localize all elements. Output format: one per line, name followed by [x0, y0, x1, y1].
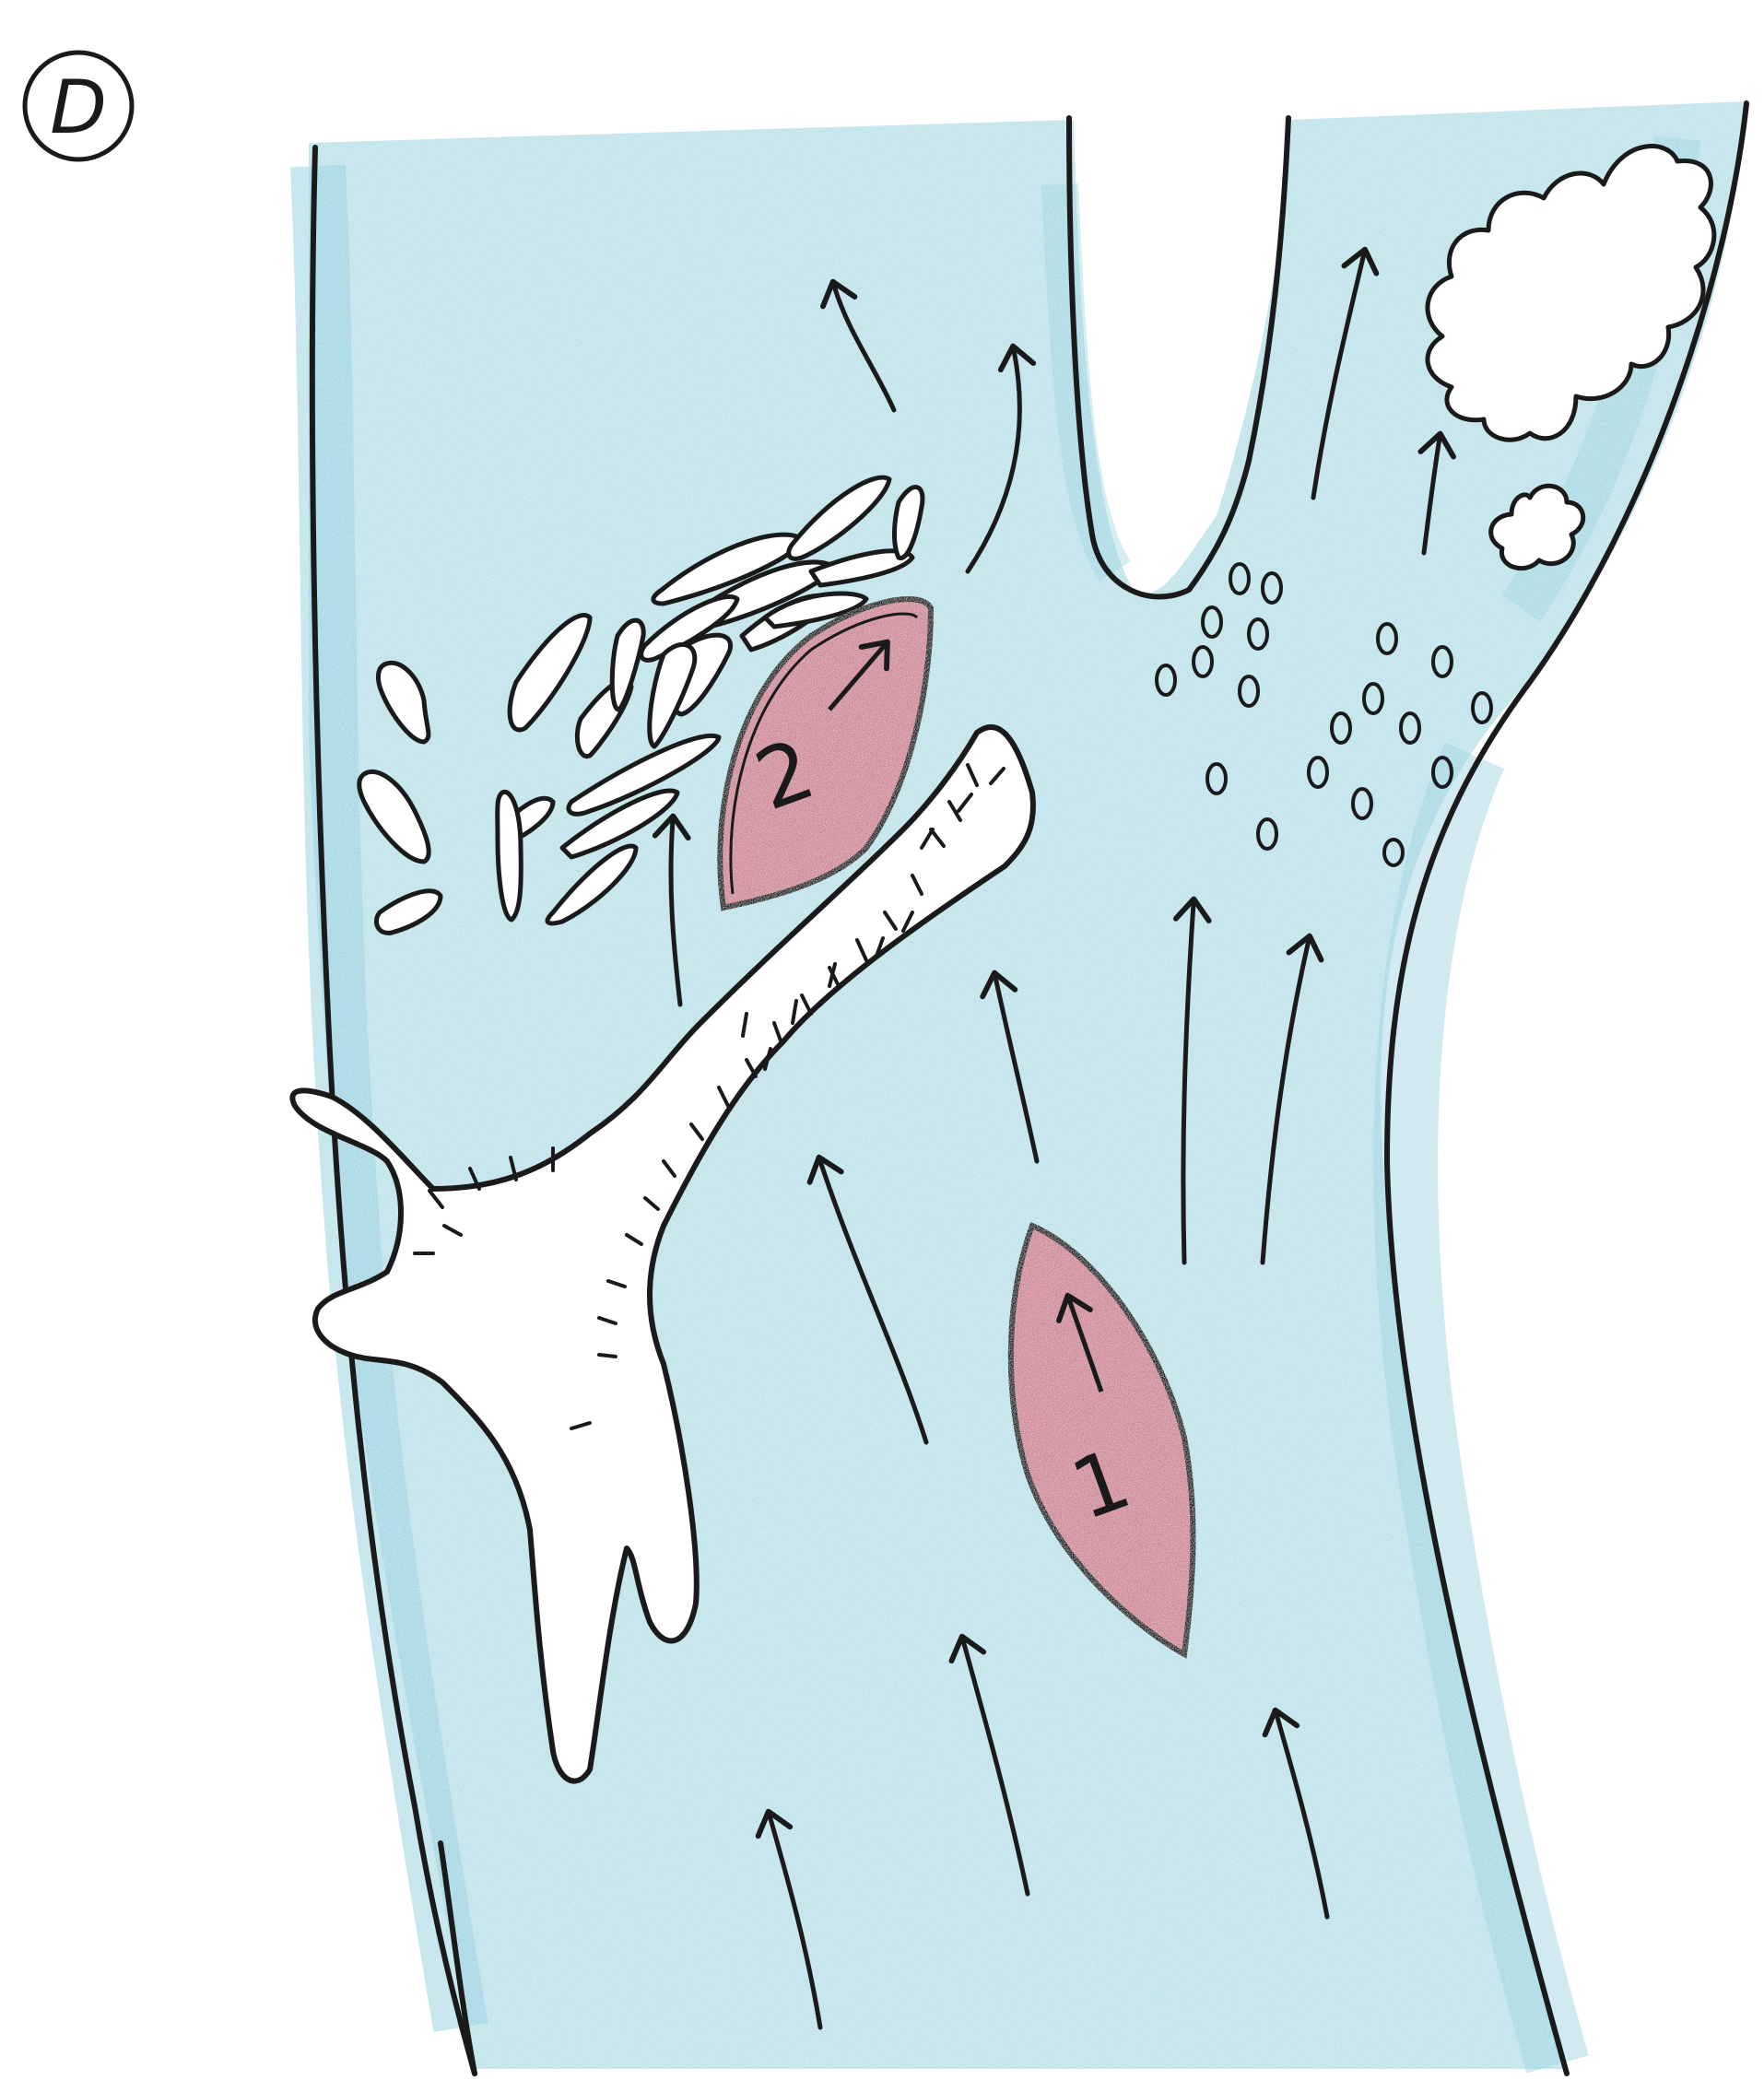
panel-label-text: D: [50, 65, 107, 150]
panel-label: D: [25, 53, 132, 159]
